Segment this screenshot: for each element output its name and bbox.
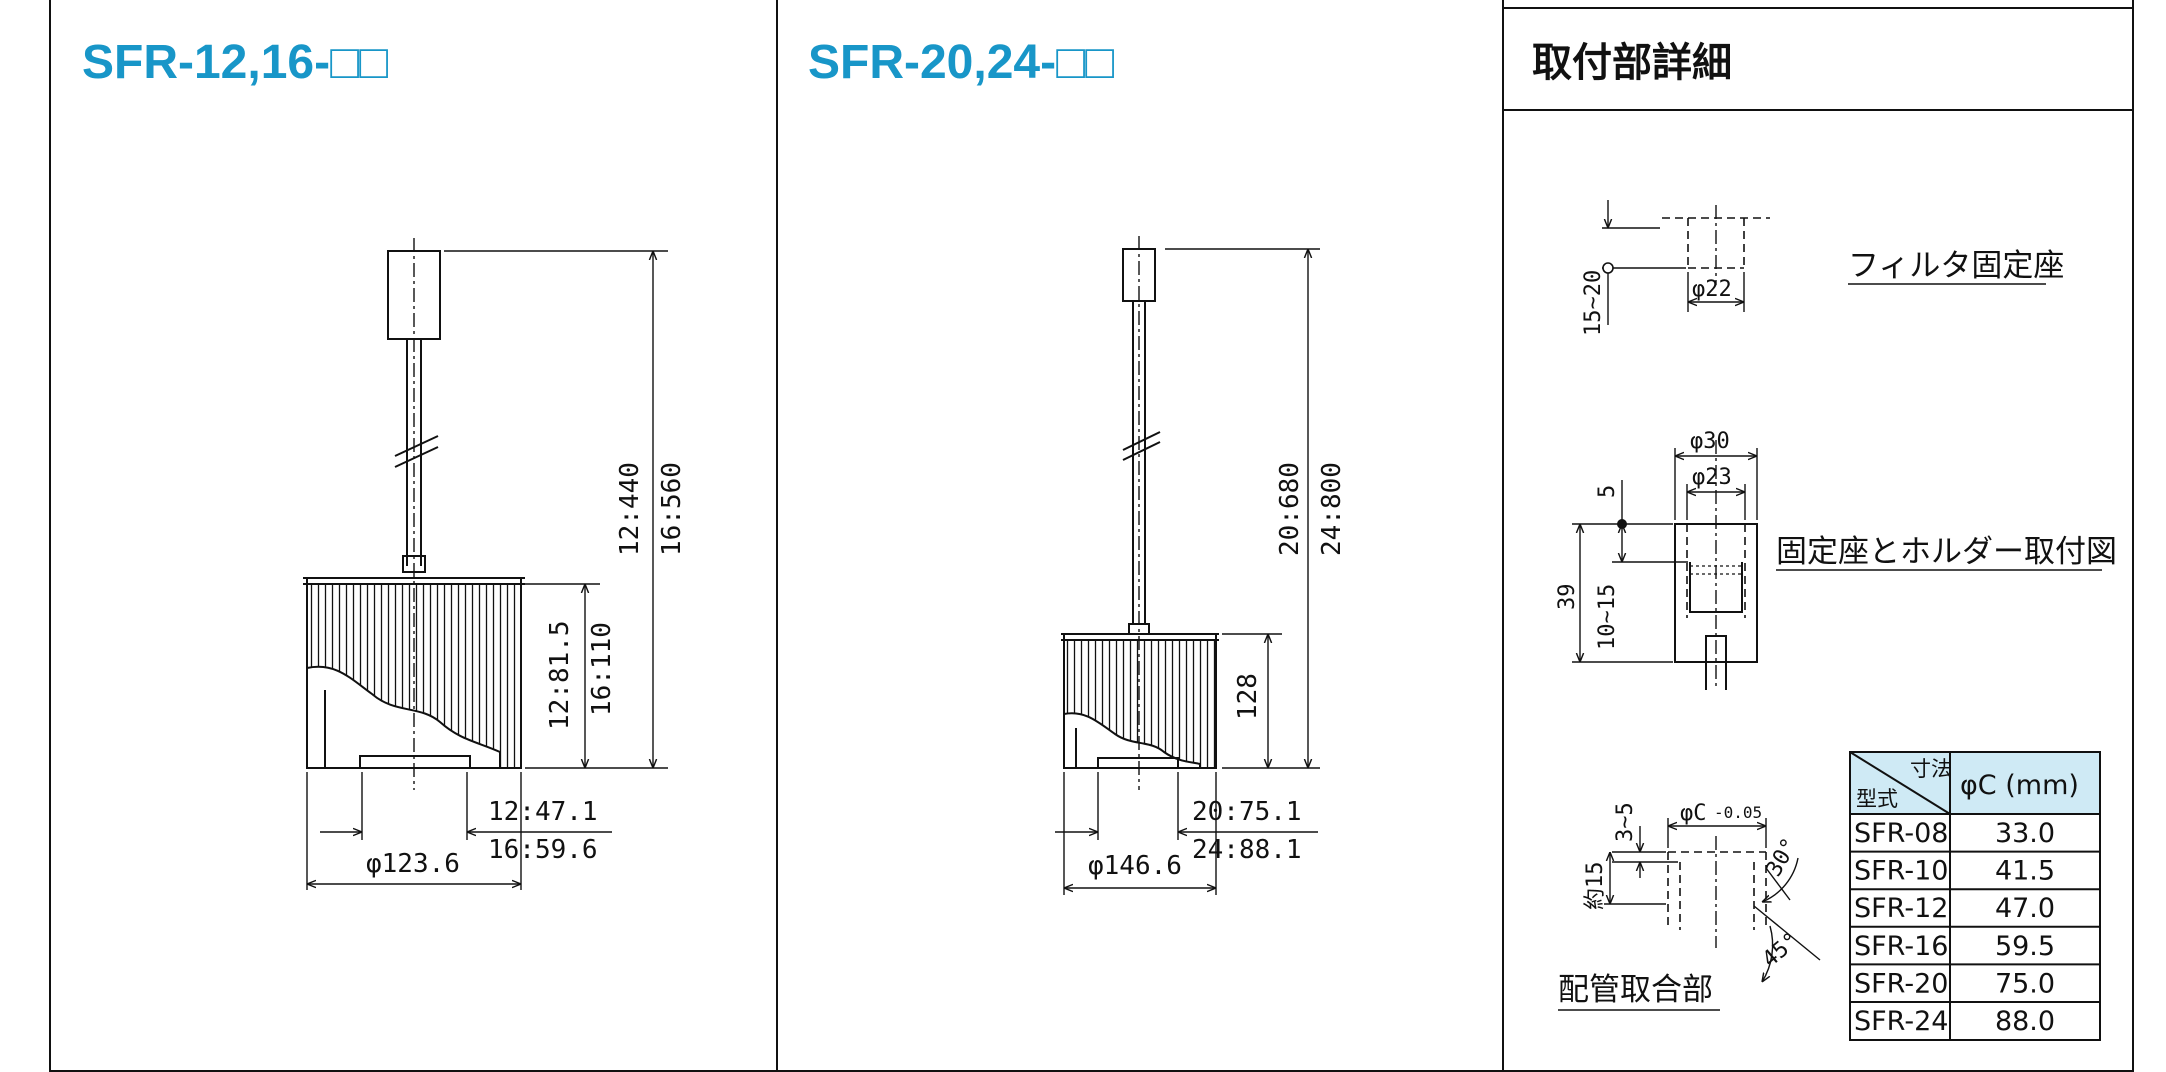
table-row-value: 59.5 [1995,931,2055,962]
pipe-diameter: φC [1680,801,1707,826]
left-dim-bore-16: 16:59.6 [488,835,598,865]
table-row-model: SFR-12 [1854,893,1948,924]
table-row-value: 88.0 [1995,1006,2055,1037]
left-dim-height-12: 12:440 [615,462,645,556]
holder-total-dim: 39 [1555,584,1580,611]
left-dim-body-16: 16:110 [587,622,617,716]
left-dim-body-12: 12:81.5 [545,620,575,730]
detail-pipe-connection: φC -0.05 3~5 約15 30° 45° 配管取合部 [1558,801,1821,1011]
holder-outer-diameter: φ30 [1690,429,1730,454]
table-row-model: SFR-20 [1854,968,1948,999]
table-row-value: 41.5 [1995,856,2055,887]
left-dim-diameter: φ123.6 [366,849,460,879]
table-header-bg [1849,751,2101,815]
table-row-model: SFR-24 [1854,1006,1948,1037]
pipe-label: 配管取合部 [1558,972,1713,1008]
left-dim-height-16: 16:560 [657,462,687,556]
table-row-value: 75.0 [1995,968,2055,999]
table-header-model: 型式 [1856,787,1898,811]
filter-seat-label: フィルタ固定座 [1848,248,2064,284]
sheet-frame [49,0,2134,1072]
middle-dim-body: 128 [1233,673,1263,720]
detail-holder-mount: φ30 φ23 5 39 10~15 固定座とホルダー取付図 [1555,429,2117,690]
middle-filter-drawing: 20:680 24:800 128 20:75.1 24:88.1 φ146.6 [1055,236,1347,895]
middle-dim-height-20: 20:680 [1275,462,1305,556]
holder-label: 固定座とホルダー取付図 [1776,534,2117,570]
angle-45: 45° [1758,928,1805,973]
table-row-value: 47.0 [1995,893,2055,924]
filter-seat-height: 15~20 [1581,270,1606,336]
pipe-depth: 3~5 [1613,802,1638,842]
middle-panel-title: SFR-20,24-□□ [808,36,1114,89]
middle-dim-bore-20: 20:75.1 [1192,797,1302,827]
table-header-dim: 寸法 [1910,757,1952,781]
left-dim-bore-12: 12:47.1 [488,797,598,827]
detail-filter-seat: 15~20 φ22 フィルタ固定座 [1581,200,2064,336]
middle-dim-diameter: φ146.6 [1088,851,1182,881]
pipe-tolerance: -0.05 [1714,803,1762,822]
table-header-phic: φC (mm) [1960,770,2079,801]
middle-dim-height-24: 24:800 [1317,462,1347,556]
holder-top-dim: 5 [1595,485,1620,498]
left-panel-title: SFR-12,16-□□ [82,36,388,89]
table-row-model: SFR-08 [1854,818,1948,849]
table-row-model: SFR-10 [1854,856,1948,887]
filter-seat-diameter: φ22 [1692,277,1732,302]
left-filter-drawing: 12:440 16:560 12:81.5 16:110 12:47.1 16:… [303,238,687,890]
angle-30: 30° [1762,834,1804,881]
table-row-value: 33.0 [1995,818,2055,849]
pipe-length: 約15 [1583,862,1608,911]
holder-range-dim: 10~15 [1595,584,1620,650]
holder-inner-diameter: φ23 [1692,465,1732,490]
right-panel-title: 取付部詳細 [1532,41,1732,85]
middle-dim-bore-24: 24:88.1 [1192,835,1302,865]
table-row-model: SFR-16 [1854,931,1948,962]
